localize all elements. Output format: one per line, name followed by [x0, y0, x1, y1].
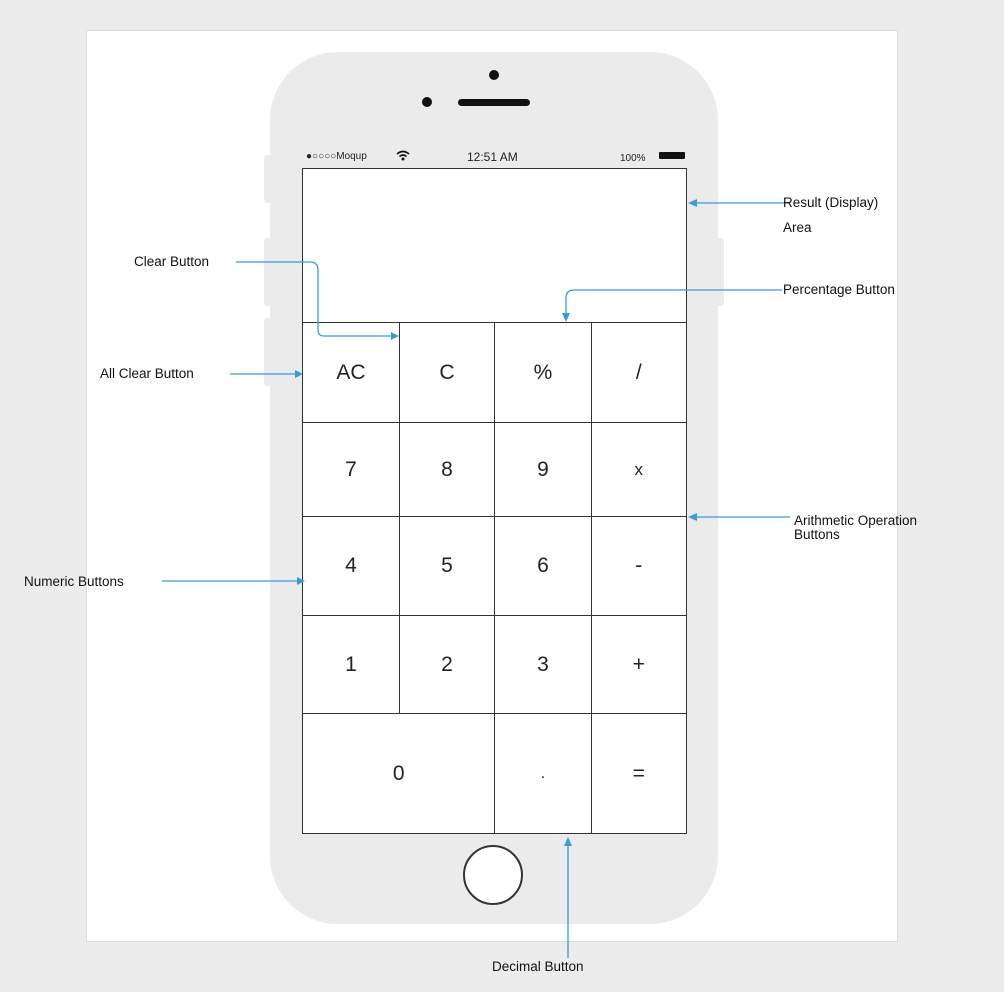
- percentage-button-annotation: Percentage Button: [783, 282, 895, 297]
- all-clear-button[interactable]: AC: [302, 322, 400, 423]
- percentage-button[interactable]: %: [494, 322, 592, 423]
- result-display: [302, 168, 687, 323]
- all-clear-button-annotation: All Clear Button: [100, 366, 194, 381]
- add-button[interactable]: +: [590, 614, 687, 715]
- battery-icon: [659, 152, 685, 159]
- digit-9-button[interactable]: 9: [494, 421, 592, 518]
- front-camera: [489, 70, 499, 80]
- wifi-icon: [396, 150, 410, 161]
- arithmetic-buttons-annotation-line2: Buttons: [794, 527, 840, 542]
- digit-0-button[interactable]: 0: [302, 713, 496, 834]
- digit-8-button[interactable]: 8: [398, 421, 496, 518]
- arithmetic-buttons-annotation-line1: Arithmetic Operation: [794, 513, 918, 528]
- clear-button-annotation: Clear Button: [134, 254, 210, 269]
- speaker: [458, 99, 530, 106]
- carrier-label: ●○○○○Moqup: [306, 151, 367, 162]
- subtract-button[interactable]: -: [590, 516, 687, 616]
- result-display-annotation-line1: Result (Display): [783, 195, 879, 210]
- volume-up-button: [264, 238, 272, 306]
- status-bar: ●○○○○Moqup 12:51 AM 100%: [302, 148, 688, 168]
- power-button: [716, 238, 724, 306]
- digit-2-button[interactable]: 2: [398, 614, 496, 715]
- volume-down-button: [264, 318, 272, 386]
- decimal-button-annotation: Decimal Button: [492, 959, 584, 974]
- mute-switch: [264, 155, 272, 203]
- digit-5-button[interactable]: 5: [398, 516, 496, 616]
- clear-button[interactable]: C: [398, 322, 496, 423]
- battery-percent: 100%: [620, 153, 646, 164]
- home-button[interactable]: [463, 845, 523, 905]
- sensor-dot: [422, 97, 432, 107]
- digit-3-button[interactable]: 3: [494, 614, 592, 715]
- numeric-buttons-annotation: Numeric Buttons: [24, 574, 124, 589]
- result-display-annotation-line2: Area: [783, 220, 812, 235]
- status-time: 12:51 AM: [467, 150, 518, 164]
- digit-7-button[interactable]: 7: [302, 421, 400, 518]
- equals-button[interactable]: =: [590, 713, 687, 834]
- divide-button[interactable]: /: [590, 322, 687, 423]
- decimal-button[interactable]: .: [494, 713, 592, 834]
- multiply-button[interactable]: x: [590, 421, 687, 518]
